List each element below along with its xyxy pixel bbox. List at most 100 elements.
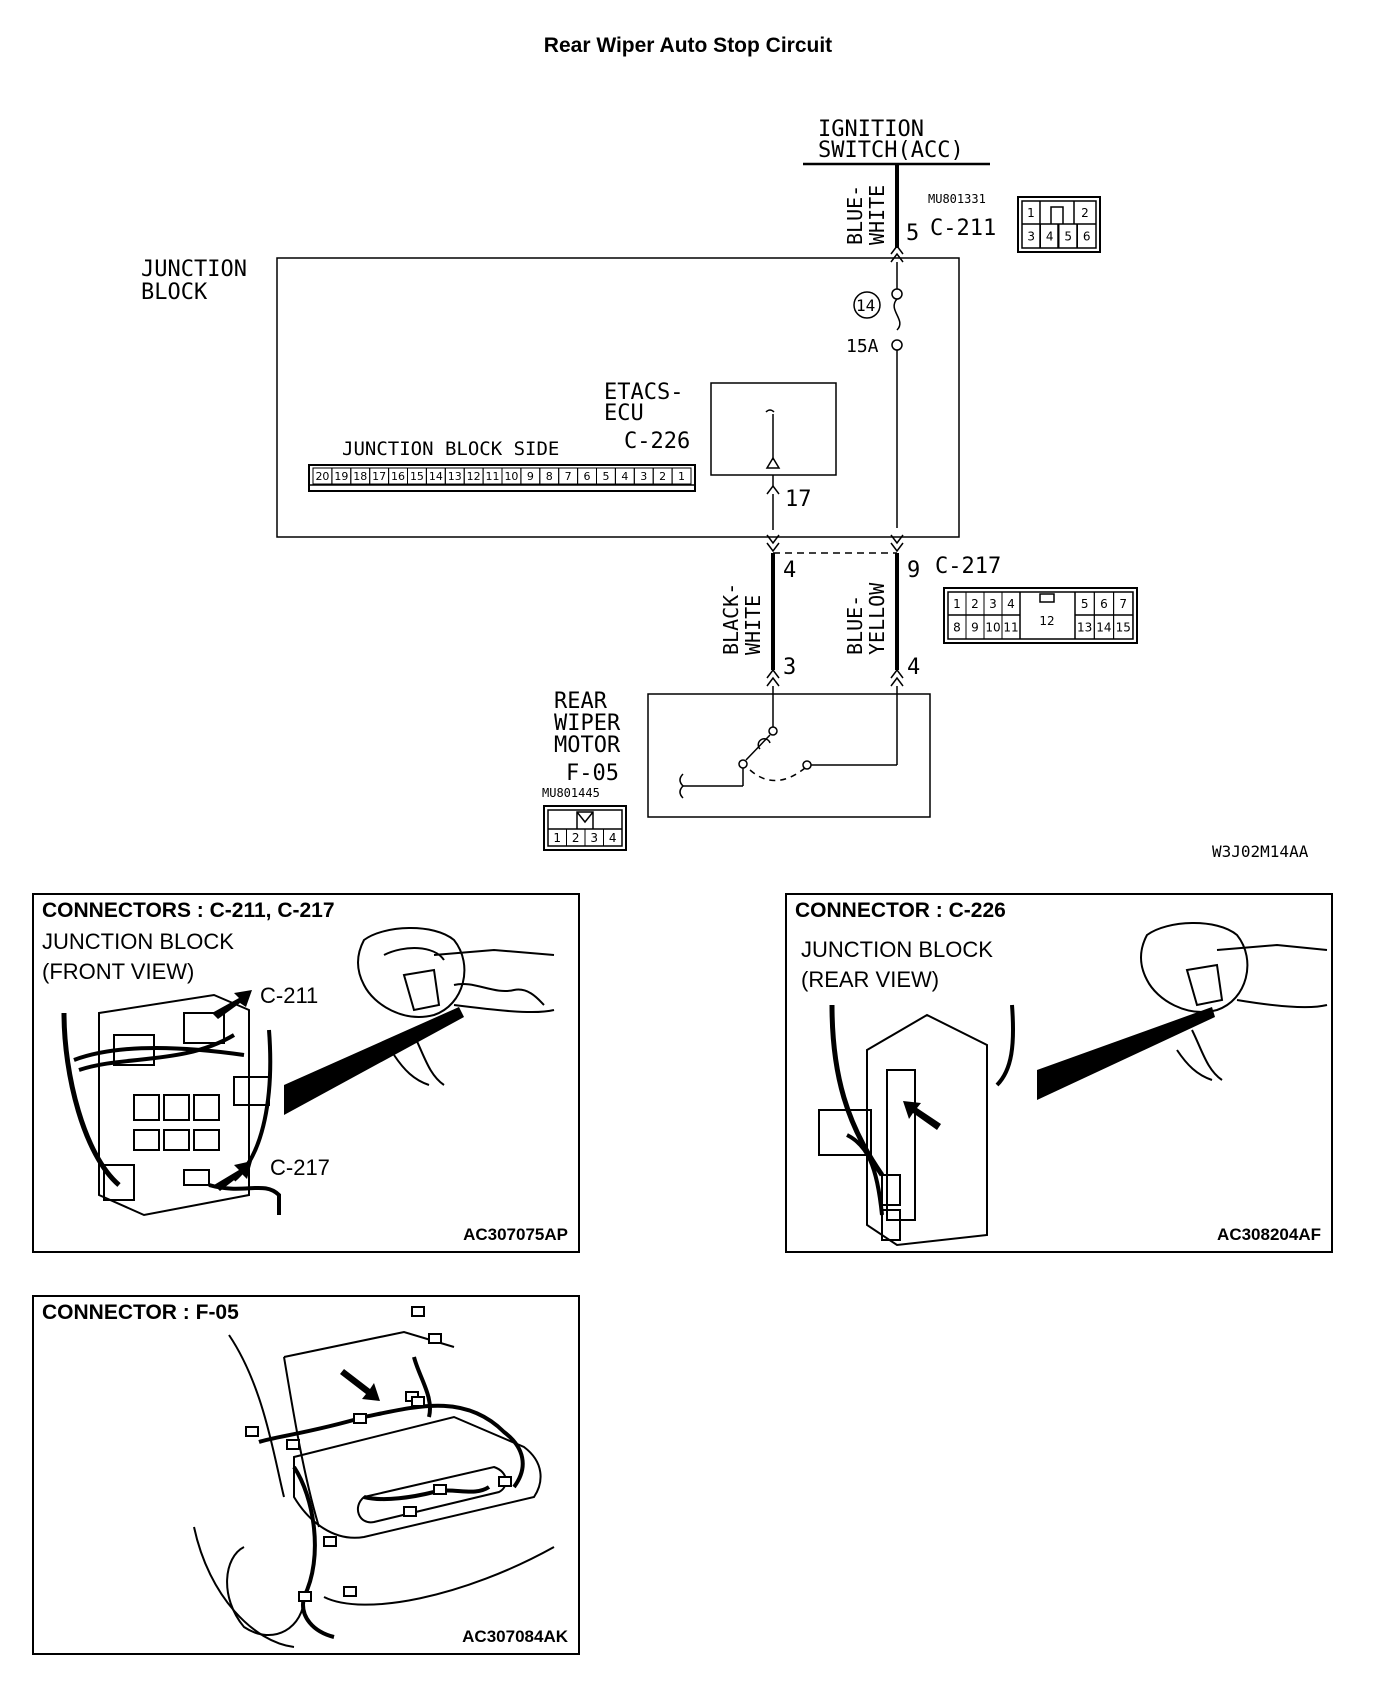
motor-label-2: WIPER: [554, 711, 621, 736]
c217-pin-11-label: 11: [1003, 620, 1018, 634]
jb-pin-8-label: 8: [546, 470, 553, 483]
c211-pin-2-label: 2: [1081, 206, 1089, 220]
panel3-code: AC307084AK: [462, 1627, 568, 1646]
c211-pin-3-label: 3: [1027, 229, 1035, 243]
jb-pin-11-label: 11: [486, 470, 500, 483]
page-title: Rear Wiper Auto Stop Circuit: [543, 34, 833, 57]
c217-pin-left: 4: [783, 558, 796, 583]
wire-black-white-label-1: BLACK-: [719, 583, 743, 655]
connector-panel-f05: CONNECTOR : F-05 AC30708: [32, 1295, 580, 1655]
c211-pin-4-label: 4: [1046, 229, 1054, 243]
pointer-beam: [284, 1007, 464, 1115]
callout-c217: C-217: [270, 1155, 330, 1180]
wire-blue-yellow-label-1: BLUE-: [843, 595, 867, 655]
junction-block-label-2: BLOCK: [141, 280, 208, 305]
etacs-pin-number: 17: [785, 487, 812, 512]
jb-pin-10-label: 10: [504, 470, 518, 483]
panel1-code: AC307075AP: [463, 1225, 568, 1244]
c217-pin-5-label: 5: [1081, 597, 1089, 611]
jb-side-label: JUNCTION BLOCK SIDE: [342, 438, 559, 460]
jb-pin-20-label: 20: [315, 470, 329, 483]
panel2-code: AC308204AF: [1217, 1225, 1321, 1244]
jb-pin-13-label: 13: [448, 470, 462, 483]
panel1-subtitle-1: JUNCTION BLOCK: [42, 929, 234, 954]
junction-block-label-1: JUNCTION: [141, 257, 247, 282]
c217-pin-15-cell: [1113, 614, 1134, 640]
c217-pin-13-label: 13: [1077, 620, 1092, 634]
c217-pin-14-label: 14: [1096, 620, 1111, 634]
jb-pin-18-label: 18: [353, 470, 367, 483]
f05-pin-4-label: 4: [609, 831, 617, 845]
c211-part-number: MU801331: [928, 192, 986, 206]
trunk-lid-illustration: [193, 1306, 555, 1648]
jb-pin-3-label: 3: [640, 470, 647, 483]
arrow-icon-f05: [340, 1369, 380, 1401]
f05-pin-1-label: 1: [553, 831, 561, 845]
c217-pin-9-label: 9: [971, 620, 979, 634]
rear-wiper-motor-box: [647, 693, 931, 818]
fuse-rating: 15A: [846, 336, 879, 357]
fuse-terminal-bottom: [891, 339, 903, 351]
panel1-title: CONNECTORS : C-211, C-217: [42, 899, 335, 922]
arrow-icon-c226: [903, 1101, 941, 1130]
panel1-subtitle-2: (FRONT VIEW): [42, 959, 195, 984]
f05-label: F-05: [566, 761, 619, 786]
arrow-icon-c211: [212, 990, 252, 1019]
c217-pin-10-label: 10: [985, 620, 1000, 634]
wire-blue-white-label-1: BLUE-: [843, 185, 867, 245]
fuse-number-circle: [853, 291, 881, 319]
c211-pin-6-cell: [1077, 223, 1097, 249]
motor-label-3: MOTOR: [554, 733, 621, 758]
c217-pin-15-label: 15: [1116, 620, 1131, 634]
jb-side-connector: [308, 464, 696, 492]
arrow-icon-c217: [214, 1161, 252, 1191]
fuse-terminal-top: [891, 288, 903, 300]
c217-pin-right: 9: [907, 558, 920, 583]
ignition-switch-label-2: SWITCH(ACC): [818, 138, 964, 163]
jb-pin-1-cell: [671, 467, 692, 485]
jb-pin-2-label: 2: [659, 470, 666, 483]
c217-pin-3-label: 3: [989, 597, 997, 611]
junction-block-rear-illustration: [818, 922, 1328, 1247]
jb-pin-14-label: 14: [429, 470, 443, 483]
panel3-title: CONNECTOR : F-05: [42, 1301, 239, 1324]
c217-pin-12-label: 12: [1039, 614, 1054, 628]
ignition-switch-label-1: IGNITION: [818, 117, 924, 142]
f05-pin-3-label: 3: [590, 831, 598, 845]
c217-pin-1-label: 1: [953, 597, 961, 611]
f05-connector-face: [543, 805, 627, 851]
c217-pin-2-label: 2: [971, 597, 979, 611]
junction-block-outline: [276, 257, 960, 538]
motor-pin-left: 3: [783, 655, 796, 680]
c211-pin-number: 5: [906, 221, 919, 246]
c217-label: C-217: [935, 554, 1001, 579]
c226-label: C-226: [624, 429, 690, 454]
jb-pin-15-label: 15: [410, 470, 424, 483]
motor-pin-right: 4: [907, 655, 920, 680]
c211-pin-6-label: 6: [1083, 229, 1091, 243]
f05-pin-4-cell: [603, 828, 623, 847]
jb-pin-4-label: 4: [621, 470, 628, 483]
callout-c211: C-211: [260, 983, 319, 1008]
etacs-label-1: ETACS-: [604, 380, 683, 405]
jb-pin-5-label: 5: [602, 470, 609, 483]
jb-pin-17-label: 17: [372, 470, 386, 483]
c217-pin-6-label: 6: [1100, 597, 1108, 611]
c217-connector-face: [943, 587, 1138, 644]
junction-block-front-illustration: [61, 927, 555, 1217]
connector-panel-c226: CONNECTOR : C-226 JUNCTION BLOCK (REAR V…: [785, 893, 1333, 1253]
pointer-beam: [1037, 1007, 1215, 1100]
f05-pin-2-label: 2: [572, 831, 580, 845]
c211-pin-5-label: 5: [1064, 229, 1072, 243]
jb-pin-12-label: 12: [467, 470, 481, 483]
connector-panel-c211-c217: CONNECTORS : C-211, C-217 JUNCTION BLOCK…: [32, 893, 580, 1253]
c217-pin-8-label: 8: [953, 620, 961, 634]
wire-blue-white-label-2: WHITE: [865, 185, 889, 245]
jb-pin-9-label: 9: [527, 470, 534, 483]
f05-part-number: MU801445: [542, 786, 600, 800]
fuse-number: 14: [856, 296, 875, 315]
